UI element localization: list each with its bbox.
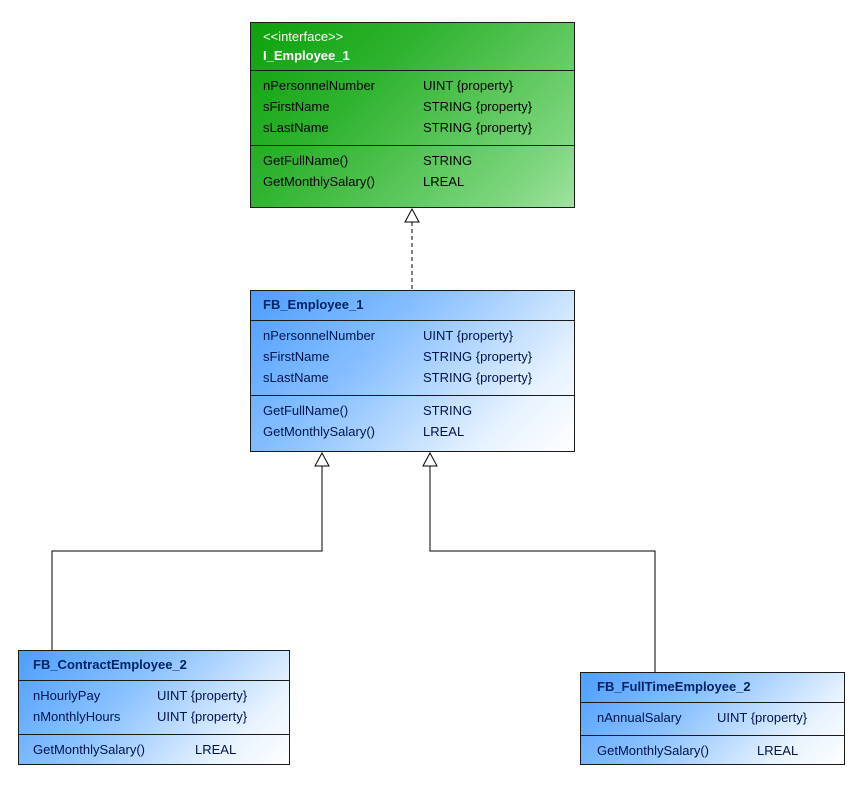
member-type: UINT {property} bbox=[717, 710, 808, 725]
member-name: GetMonthlySalary() bbox=[263, 174, 375, 189]
member-name: nAnnualSalary bbox=[597, 710, 682, 725]
member-type: STRING bbox=[423, 153, 473, 168]
member-type: LREAL bbox=[757, 743, 799, 758]
employee-header: FB_Employee_1 bbox=[251, 291, 574, 321]
interface-stereotype: <<interface>> bbox=[263, 29, 344, 44]
interface-class-box[interactable]: <<interface>> I_Employee_1 nPersonnelNum… bbox=[250, 22, 575, 208]
member-name: GetMonthlySalary() bbox=[33, 742, 145, 757]
attribute-row: nPersonnelNumber UINT {property} bbox=[251, 75, 574, 96]
member-name: nPersonnelNumber bbox=[263, 328, 376, 343]
inheritance-connector-fulltime[interactable] bbox=[422, 451, 656, 672]
inheritance-connector-contract[interactable] bbox=[51, 451, 330, 650]
member-type: STRING bbox=[423, 403, 473, 418]
contract-attributes-section: nHourlyPay UINT {property} nMonthlyHours… bbox=[19, 681, 289, 735]
member-name: GetFullName() bbox=[263, 153, 349, 168]
member-name: GetMonthlySalary() bbox=[597, 743, 709, 758]
interface-header: <<interface>> I_Employee_1 bbox=[251, 23, 574, 71]
attribute-row: sFirstName STRING {property} bbox=[251, 346, 574, 367]
method-row: GetMonthlySalary() LREAL bbox=[251, 171, 574, 192]
method-row: GetMonthlySalary() LREAL bbox=[581, 740, 844, 761]
interface-methods-section: GetFullName() STRING GetMonthlySalary() … bbox=[251, 146, 574, 199]
realization-connector[interactable] bbox=[404, 207, 420, 290]
member-type: STRING {property} bbox=[423, 349, 533, 364]
member-type: STRING {property} bbox=[423, 99, 533, 114]
member-name: sFirstName bbox=[263, 99, 330, 114]
attribute-row: nMonthlyHours UINT {property} bbox=[19, 706, 289, 727]
member-type: STRING {property} bbox=[423, 370, 533, 385]
employee-name: FB_Employee_1 bbox=[263, 297, 364, 312]
contract-class-box[interactable]: FB_ContractEmployee_2 nHourlyPay UINT {p… bbox=[18, 650, 290, 765]
member-type: STRING {property} bbox=[423, 120, 533, 135]
member-type: UINT {property} bbox=[157, 709, 248, 724]
fulltime-header: FB_FullTimeEmployee_2 bbox=[581, 673, 844, 703]
member-name: nHourlyPay bbox=[33, 688, 101, 703]
member-name: sLastName bbox=[263, 120, 329, 135]
member-name: GetFullName() bbox=[263, 403, 349, 418]
employee-methods-section: GetFullName() STRING GetMonthlySalary() … bbox=[251, 396, 574, 449]
member-type: LREAL bbox=[195, 742, 237, 757]
method-row: GetMonthlySalary() LREAL bbox=[19, 739, 289, 760]
attribute-row: sLastName STRING {property} bbox=[251, 367, 574, 388]
attribute-row: sLastName STRING {property} bbox=[251, 117, 574, 138]
member-name: sFirstName bbox=[263, 349, 330, 364]
member-type: UINT {property} bbox=[423, 328, 514, 343]
method-row: GetFullName() STRING bbox=[251, 400, 574, 421]
member-type: UINT {property} bbox=[157, 688, 248, 703]
attribute-row: nPersonnelNumber UINT {property} bbox=[251, 325, 574, 346]
method-row: GetFullName() STRING bbox=[251, 150, 574, 171]
member-name: nMonthlyHours bbox=[33, 709, 121, 724]
method-row: GetMonthlySalary() LREAL bbox=[251, 421, 574, 442]
member-type: LREAL bbox=[423, 174, 465, 189]
member-name: sLastName bbox=[263, 370, 329, 385]
fulltime-name: FB_FullTimeEmployee_2 bbox=[597, 679, 751, 694]
member-type: LREAL bbox=[423, 424, 465, 439]
member-name: nPersonnelNumber bbox=[263, 78, 376, 93]
contract-methods-section: GetMonthlySalary() LREAL bbox=[19, 735, 289, 764]
fulltime-attributes-section: nAnnualSalary UINT {property} bbox=[581, 703, 844, 736]
employee-attributes-section: nPersonnelNumber UINT {property} sFirstN… bbox=[251, 321, 574, 396]
contract-header: FB_ContractEmployee_2 bbox=[19, 651, 289, 681]
interface-name: I_Employee_1 bbox=[263, 48, 350, 63]
fulltime-methods-section: GetMonthlySalary() LREAL bbox=[581, 736, 844, 764]
employee-class-box[interactable]: FB_Employee_1 nPersonnelNumber UINT {pro… bbox=[250, 290, 575, 452]
member-name: GetMonthlySalary() bbox=[263, 424, 375, 439]
interface-attributes-section: nPersonnelNumber UINT {property} sFirstN… bbox=[251, 71, 574, 146]
attribute-row: nHourlyPay UINT {property} bbox=[19, 685, 289, 706]
fulltime-class-box[interactable]: FB_FullTimeEmployee_2 nAnnualSalary UINT… bbox=[580, 672, 845, 765]
member-type: UINT {property} bbox=[423, 78, 514, 93]
attribute-row: sFirstName STRING {property} bbox=[251, 96, 574, 117]
contract-name: FB_ContractEmployee_2 bbox=[33, 657, 187, 672]
attribute-row: nAnnualSalary UINT {property} bbox=[581, 707, 844, 728]
